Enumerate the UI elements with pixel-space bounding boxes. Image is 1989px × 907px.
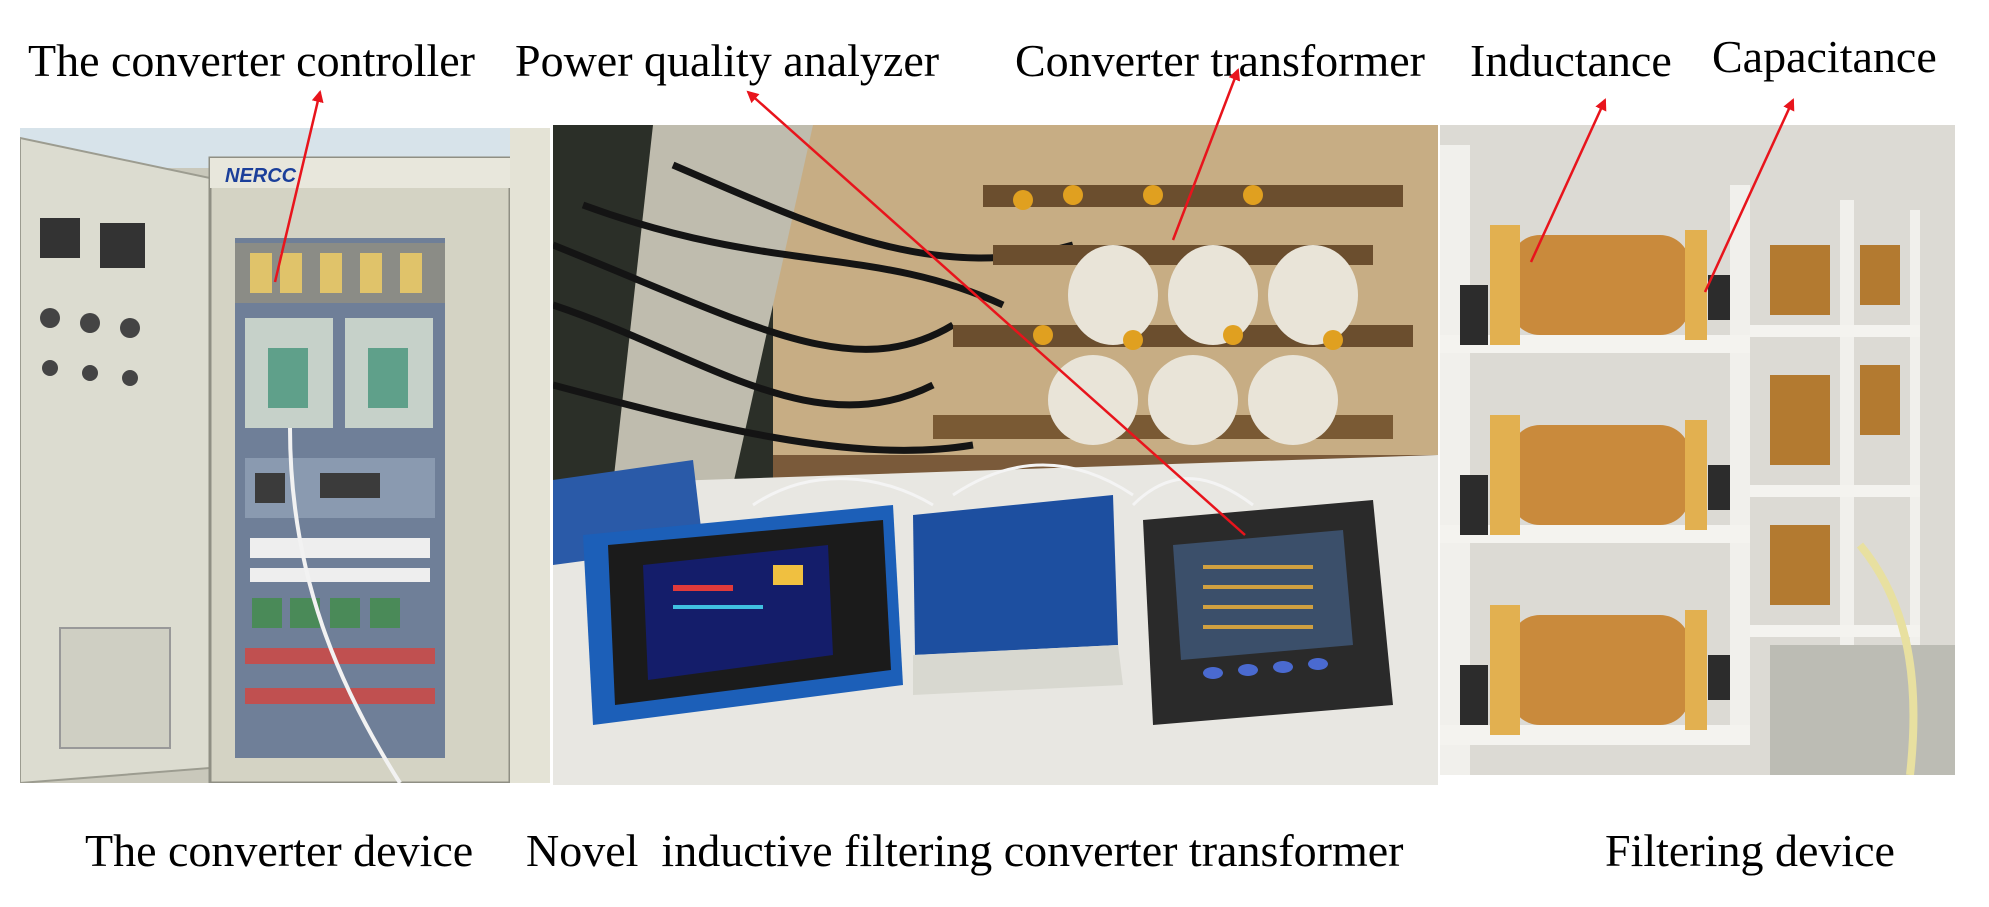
caption-converter-device: The converter device	[85, 825, 474, 876]
photo-converter-device: NERCC	[20, 128, 550, 783]
label-power-quality-analyzer: Power quality analyzer	[515, 35, 940, 86]
cabinet-brand-text: NERCC	[225, 165, 297, 187]
label-capacitance: Capacitance	[1712, 31, 1937, 82]
caption-filtering-device: Filtering device	[1605, 825, 1895, 876]
label-inductance: Inductance	[1470, 35, 1672, 86]
photo-filtering-device	[1440, 125, 1955, 775]
photo-inductive-filtering-transformer	[553, 125, 1438, 785]
label-converter-transformer: Converter transformer	[1015, 35, 1426, 86]
label-converter-controller: The converter controller	[28, 35, 475, 86]
caption-novel-transformer: Novel inductive filtering converter tran…	[526, 825, 1404, 876]
